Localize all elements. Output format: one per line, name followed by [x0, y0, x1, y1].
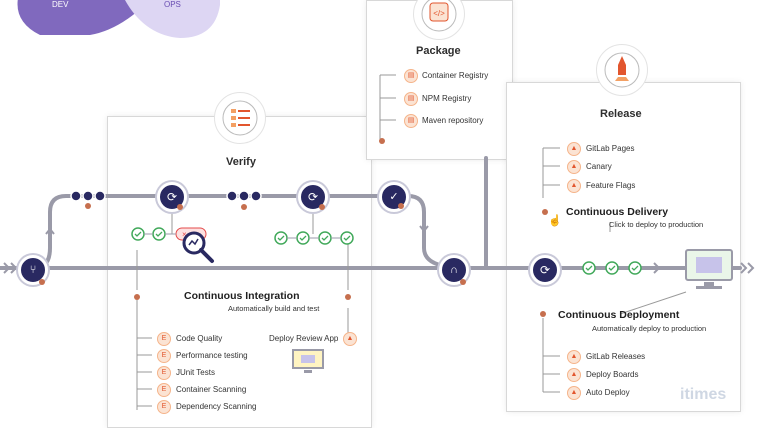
- watermark: itimes: [680, 386, 727, 403]
- verify-emblem: [214, 92, 266, 144]
- deploy-feature-icon: ▲: [567, 368, 581, 382]
- release-pipeline-node[interactable]: ⟳: [530, 255, 560, 285]
- release-item[interactable]: Feature Flags: [586, 181, 636, 190]
- registry-icon: ▤: [404, 69, 418, 83]
- continuous-delivery-subtitle: Click to deploy to production: [609, 220, 704, 229]
- package-title: Package: [416, 45, 461, 57]
- svg-text:×: ×: [182, 230, 187, 239]
- production-monitor-icon[interactable]: [684, 248, 736, 292]
- job-status-row: ×: [131, 227, 642, 275]
- logo-dev-label: DEV: [52, 0, 69, 9]
- refresh-icon: ⟳: [539, 263, 551, 277]
- merge-node[interactable]: ∩: [439, 255, 469, 285]
- package-item[interactable]: NPM Registry: [422, 94, 472, 103]
- deploy-item[interactable]: Deploy Boards: [586, 370, 639, 379]
- release-title: Release: [600, 108, 642, 120]
- merge-icon: ∩: [450, 264, 458, 276]
- test-feature-icon: E: [157, 400, 171, 414]
- refresh-icon: ⟳: [307, 190, 319, 204]
- release-item[interactable]: GitLab Pages: [586, 144, 635, 153]
- registry-icon: ▤: [404, 92, 418, 106]
- deploy-item[interactable]: Auto Deploy: [586, 388, 630, 397]
- continuous-delivery-title: Continuous Delivery: [566, 206, 669, 218]
- verify-title: Verify: [226, 156, 256, 168]
- continuous-deployment-title: Continuous Deployment: [558, 309, 680, 321]
- release-feature-icon: ▲: [567, 179, 581, 193]
- devops-logo: [17, 0, 220, 38]
- logo-ops-label: OPS: [164, 0, 181, 9]
- package-item[interactable]: Container Registry: [422, 71, 489, 80]
- release-feature-icon: ▲: [567, 160, 581, 174]
- deploy-item[interactable]: GitLab Releases: [586, 352, 646, 361]
- review-app-monitor-icon[interactable]: [292, 349, 324, 375]
- verify-item[interactable]: Performance testing: [176, 351, 248, 360]
- test-feature-icon: E: [157, 349, 171, 363]
- test-feature-icon: E: [157, 383, 171, 397]
- verify-item[interactable]: Dependency Scanning: [176, 402, 257, 411]
- package-item[interactable]: Maven repository: [422, 116, 484, 125]
- avatar-markers: [39, 138, 548, 317]
- registry-icon: ▤: [404, 114, 418, 128]
- magnifier-icon: [182, 231, 214, 263]
- check-circle-icon: ✓: [389, 191, 399, 203]
- review-app-icon: ▲: [343, 332, 357, 346]
- package-emblem: </>: [413, 0, 465, 40]
- continuous-deployment-subtitle: Automatically deploy to production: [592, 324, 707, 333]
- release-card: [506, 82, 741, 412]
- verify-item[interactable]: Container Scanning: [176, 385, 247, 394]
- commit-dots: [70, 190, 262, 202]
- release-item[interactable]: Canary: [586, 162, 612, 171]
- hand-cursor-icon: ☝: [548, 215, 562, 227]
- svg-text:</>: </>: [433, 9, 445, 18]
- verify-card: [107, 116, 372, 428]
- release-emblem: [596, 44, 648, 96]
- refresh-icon: ⟳: [166, 190, 178, 204]
- verify-item[interactable]: JUnit Tests: [176, 368, 215, 377]
- deploy-feature-icon: ▲: [567, 386, 581, 400]
- approval-node[interactable]: ✓: [379, 182, 409, 212]
- release-feature-icon: ▲: [567, 142, 581, 156]
- deploy-feature-icon: ▲: [567, 350, 581, 364]
- verify-item[interactable]: Code Quality: [176, 334, 223, 343]
- test-feature-icon: E: [157, 366, 171, 380]
- test-feature-icon: E: [157, 332, 171, 346]
- continuous-integration-title: Continuous Integration: [184, 290, 300, 302]
- deploy-review-app-label[interactable]: Deploy Review App: [269, 334, 339, 343]
- branch-icon: ⑂: [29, 264, 37, 276]
- continuous-integration-subtitle: Automatically build and test: [228, 304, 320, 313]
